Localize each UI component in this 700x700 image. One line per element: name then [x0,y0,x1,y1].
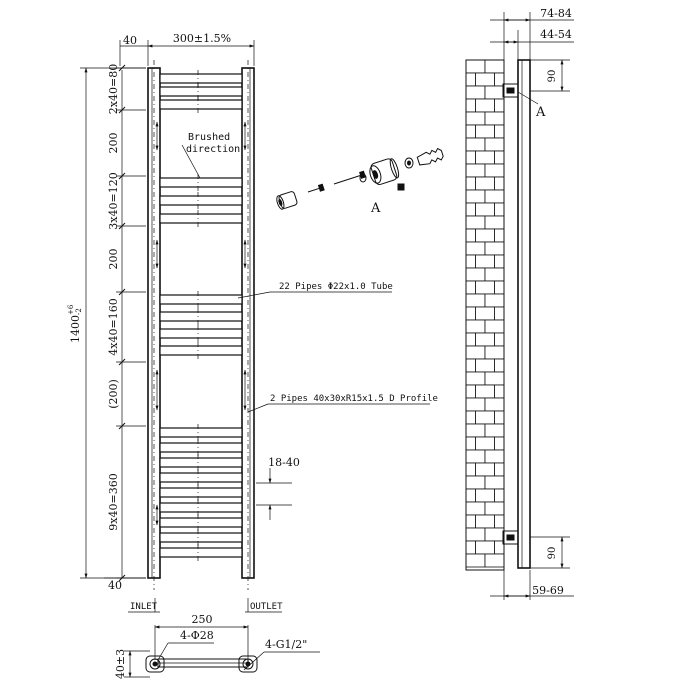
tube-16 [159,502,243,513]
segment-label-4: 200 [107,249,120,270]
segment-label-5: 4x40=160 [107,298,120,355]
outlet-port [238,655,258,673]
top-offset-dimension: 40 [123,34,137,47]
tube-17 [159,517,243,528]
tube-4 [159,177,243,188]
tube-1 [159,73,243,84]
tube-14 [159,472,243,483]
segment-label-1: 2x40=80 [107,64,120,114]
spacer-part [278,191,298,209]
bottom-offset-dimension: 40 [108,579,122,592]
brushed-label-line1: Brushed [188,132,230,143]
pipes-label: 22 Pipes Φ22x1.0 Tube [279,282,393,292]
depth-inner-dimension: 44-54 [540,28,572,41]
tube-12 [159,442,243,453]
segment-label-3: 3x40=120 [107,172,120,229]
depth-outer-dimension: 74-84 [540,7,572,20]
bottom-height-dimension: 40±3 [114,649,127,679]
thread-label: 4-G1/2" [265,638,307,651]
front-view: 300±1.5% 40 1400 +6 -2 2x40=80 200 3x40=12… [67,32,438,592]
tube-15 [159,487,243,498]
brushed-label-line2: direction [186,144,240,155]
width-dimension: 300±1.5% [173,32,231,45]
detail-a-label: A [535,105,546,120]
brick-wall [465,59,505,568]
tube-9 [159,328,243,339]
tube-18 [159,532,243,543]
tube-3 [159,99,243,110]
tube-11 [159,427,243,438]
gap-dimension: 18-40 [268,456,300,469]
height-tolerance-upper: +6 [67,304,75,315]
profile-label: 2 Pipes 40x30xR15x1.5 D Profile [270,394,438,404]
radiator-side-profile [517,59,531,569]
brushed-direction-arrows [155,121,247,526]
bottom-view: INLET OUTLET 250 4-Φ28 4-G1/2" [114,598,320,679]
segment-labels: 2x40=80 200 3x40=120 200 4x40=160 (200) 9x40=3… [107,64,120,531]
tube-5 [159,195,243,206]
centres-dimension: 250 [192,613,213,626]
tube-8 [159,311,243,322]
height-tolerance-lower: -2 [75,308,83,315]
inlet-label: INLET [130,602,158,612]
inlet-port [145,655,165,673]
tube-10 [159,345,243,356]
tube-6 [159,213,243,224]
wall-plug [416,147,444,166]
tube-2 [159,86,243,97]
tube-19 [159,547,243,558]
fittings-detail: A [276,147,444,216]
bracket-top-dimension: 90 [547,70,558,83]
top-bracket [502,83,519,98]
port-diameter-label: 4-Φ28 [180,629,214,642]
bottom-bracket [502,530,519,545]
bottom-depth-dimension: 59-69 [532,584,564,597]
side-view: A 74-84 44-54 90 90 59-69 [465,7,574,600]
tube-13 [159,457,243,468]
segment-ticks [116,64,146,582]
tube-7 [159,294,243,305]
bracket-bottom-dimension: 90 [547,547,558,560]
horizontal-tubes [159,70,243,561]
segment-label-6: (200) [107,379,120,409]
segment-label-2: 200 [107,133,120,154]
segment-label-7: 9x40=360 [107,473,120,530]
outlet-label: OUTLET [250,602,283,612]
long-screw [333,174,361,185]
height-dimension: 1400 [69,315,82,343]
fittings-label: A [370,201,381,216]
